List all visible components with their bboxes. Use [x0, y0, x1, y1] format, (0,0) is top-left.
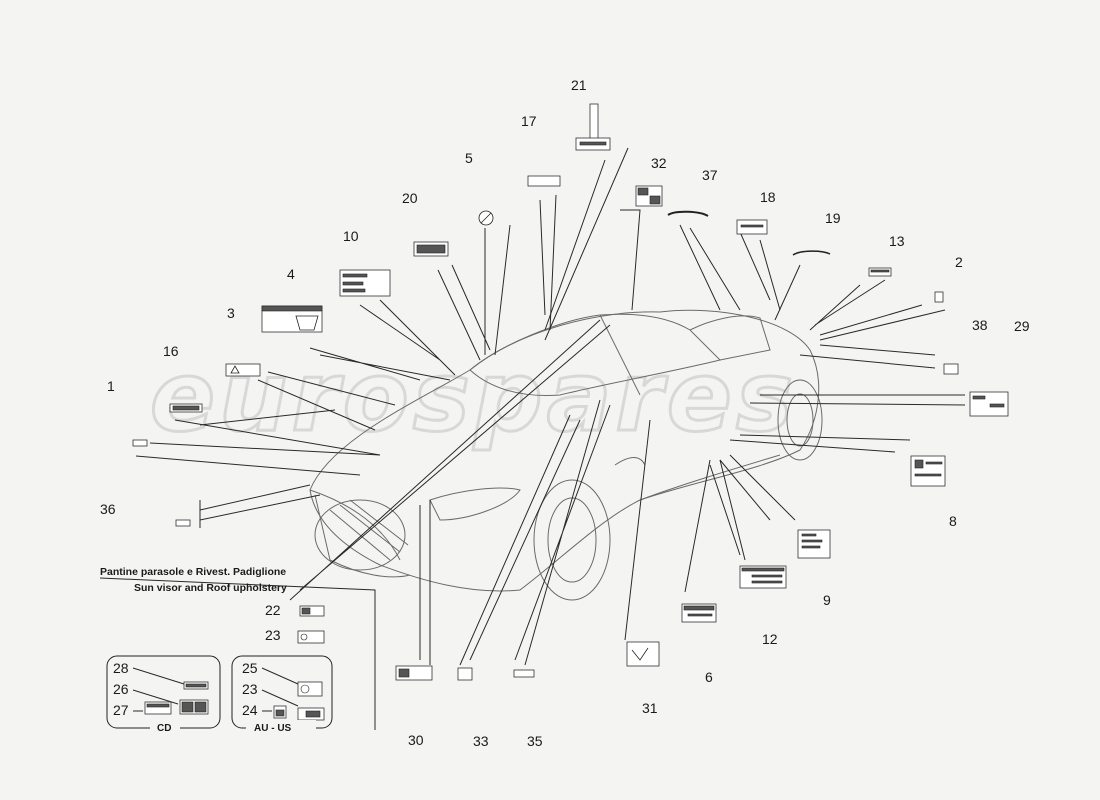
- callout-numbers: 1 2 3 4 5 6 8 9 10 12 13 16 17 18 19 20 …: [100, 77, 1030, 749]
- callout-37: 37: [702, 167, 718, 183]
- callout-17: 17: [521, 113, 537, 129]
- leader-lines: [99, 147, 966, 730]
- callout-6: 6: [705, 669, 713, 685]
- callout-36: 36: [100, 501, 116, 517]
- callout-10: 10: [343, 228, 359, 244]
- callout-23-roof: 23: [265, 627, 281, 643]
- callout-25: 25: [242, 660, 258, 676]
- callout-30: 30: [408, 732, 424, 748]
- callout-28: 28: [113, 660, 129, 676]
- callout-5: 5: [465, 150, 473, 166]
- callout-18: 18: [760, 189, 776, 205]
- callout-9: 9: [823, 592, 831, 608]
- callout-22: 22: [265, 602, 281, 618]
- callout-19: 19: [825, 210, 841, 226]
- callout-21: 21: [571, 77, 587, 93]
- callout-16: 16: [163, 343, 179, 359]
- decal-labels: [132, 103, 1009, 681]
- callout-27: 27: [113, 702, 129, 718]
- callout-33: 33: [473, 733, 489, 749]
- callout-12: 12: [762, 631, 778, 647]
- au-us-group-label: AU - US: [254, 723, 292, 734]
- callout-23-au: 23: [242, 681, 258, 697]
- watermark-text: eurospares: [150, 341, 797, 453]
- callout-29: 29: [1014, 318, 1030, 334]
- section-title-en: Sun visor and Roof upholstery: [134, 582, 287, 594]
- callout-4: 4: [287, 266, 295, 282]
- au-us-group: 25 23 24 AU - US: [231, 655, 333, 734]
- callout-24: 24: [242, 702, 258, 718]
- section-title-it: Pantine parasole e Rivest. Padiglione: [100, 566, 286, 578]
- callout-26: 26: [113, 681, 129, 697]
- callout-2: 2: [955, 254, 963, 270]
- sun-visor-section: Pantine parasole e Rivest. Padiglione Su…: [100, 566, 287, 643]
- callout-8: 8: [949, 513, 957, 529]
- cd-group-label: CD: [157, 723, 171, 734]
- callout-32: 32: [651, 155, 667, 171]
- cd-group: 28 26 27 CD: [106, 655, 221, 734]
- callout-31: 31: [642, 700, 658, 716]
- callout-38: 38: [972, 317, 988, 333]
- callout-20: 20: [402, 190, 418, 206]
- callout-35: 35: [527, 733, 543, 749]
- callout-3: 3: [227, 305, 235, 321]
- callout-1: 1: [107, 378, 115, 394]
- callout-13: 13: [889, 233, 905, 249]
